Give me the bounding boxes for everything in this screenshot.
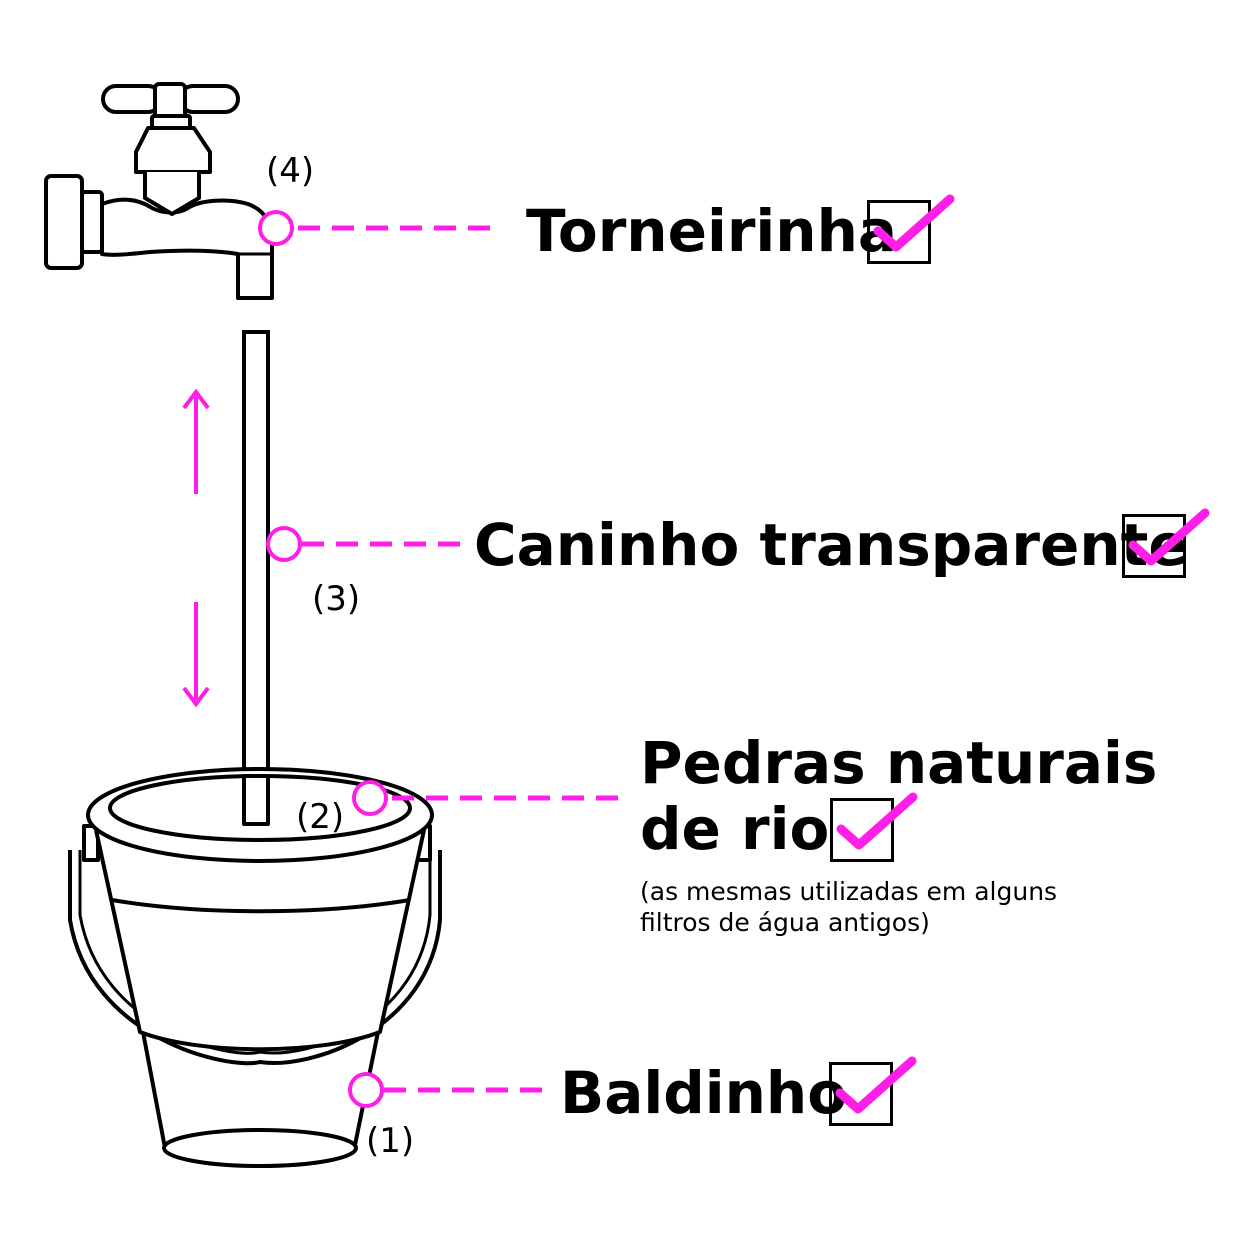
checkmark-icon <box>835 1056 917 1114</box>
label-pedras-line2: de rio <box>640 795 830 863</box>
note-line2: filtros de água antigos) <box>640 908 930 937</box>
marker-4 <box>258 210 294 246</box>
tube-icon <box>242 330 270 826</box>
marker-3 <box>266 526 302 562</box>
checkmark-icon <box>873 194 955 252</box>
checkbox-torneirinha[interactable] <box>867 194 955 264</box>
leader-lines <box>258 210 628 1108</box>
marker-2 <box>352 780 388 816</box>
label-torneirinha: Torneirinha <box>526 197 898 265</box>
checkmark-icon <box>1128 508 1210 566</box>
number-1: (1) <box>366 1121 415 1161</box>
label-pedras-line1: Pedras naturais <box>640 729 1158 797</box>
note-line1: (as mesmas utilizadas em alguns <box>640 877 1058 906</box>
number-2: (2) <box>296 797 345 837</box>
checkbox-caninho[interactable] <box>1122 508 1210 578</box>
number-4: (4) <box>266 151 315 191</box>
checkbox-pedras[interactable] <box>830 792 918 862</box>
checkmark-icon <box>836 792 918 850</box>
bucket-icon <box>68 767 442 1168</box>
number-3: (3) <box>312 579 361 619</box>
marker-1 <box>348 1072 384 1108</box>
faucet-icon <box>44 82 274 300</box>
label-caninho: Caninho transparente <box>474 511 1188 579</box>
length-arrow-icon <box>182 388 210 708</box>
checkbox-baldinho[interactable] <box>829 1056 917 1126</box>
label-baldinho: Baldinho <box>560 1059 848 1127</box>
